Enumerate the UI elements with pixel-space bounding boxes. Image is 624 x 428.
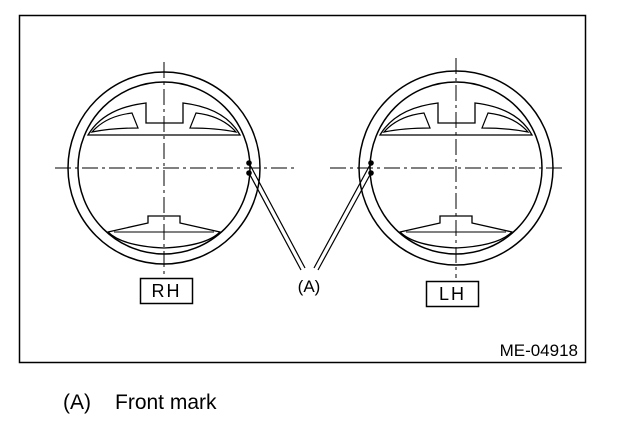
lh-top-recess-right-lobe — [481, 112, 530, 133]
rh-piston — [55, 62, 298, 278]
legend-text: Front mark — [115, 391, 217, 414]
lh-inner-ring — [369, 81, 543, 255]
callout-label: (A) — [298, 277, 321, 296]
rh-label: RH — [152, 281, 182, 301]
callout-leader-lines — [248, 162, 372, 271]
legend-key: (A) — [63, 391, 91, 414]
rh-top-recess-right-lobe — [189, 112, 238, 133]
lh-top-recess — [378, 102, 534, 136]
rh-outer-ring — [67, 71, 261, 265]
rh-inner-ring — [77, 81, 251, 255]
lh-piston — [330, 58, 562, 278]
diagram-frame — [18, 14, 587, 364]
legend: (A) Front mark — [63, 391, 217, 415]
rh-top-recess-left-lobe — [90, 112, 139, 133]
rh-label-box — [139, 277, 194, 305]
figure-code: ME-04918 — [500, 341, 578, 360]
rh-bottom-recess — [106, 215, 222, 249]
lh-label-box — [425, 280, 480, 308]
rh-top-recess — [86, 102, 242, 136]
lh-bottom-recess — [398, 215, 514, 249]
lh-label: LH — [439, 284, 466, 304]
lh-top-recess-left-lobe — [382, 112, 431, 133]
lh-outer-ring — [358, 70, 554, 266]
